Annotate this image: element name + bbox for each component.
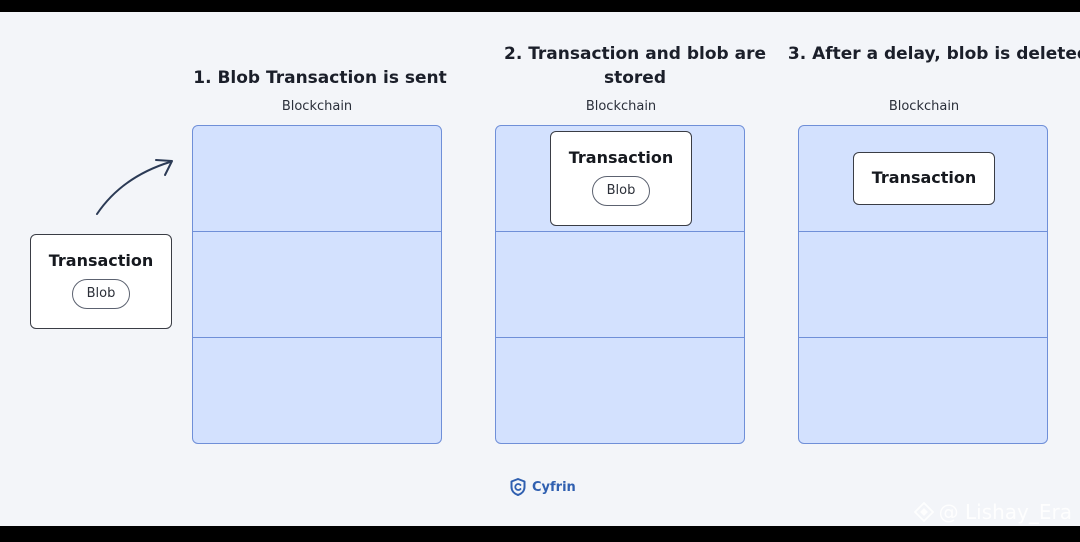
outside-blob-pill: Blob	[72, 279, 130, 309]
block	[799, 338, 1047, 443]
block	[193, 126, 441, 232]
step-1-title: 1. Blob Transaction is sent	[193, 68, 447, 88]
stored-blob-pill: Blob	[592, 176, 650, 206]
block	[193, 338, 441, 443]
blockchain-1	[192, 125, 442, 444]
outside-transaction-title: Transaction	[48, 251, 154, 270]
deleted-blob-transaction-card: Transaction	[853, 152, 995, 205]
block	[496, 338, 744, 443]
stored-transaction-card: Transaction Blob	[550, 131, 692, 226]
block	[496, 126, 744, 232]
watermark: @ Lishay_Era	[913, 500, 1072, 524]
stored-transaction-title: Transaction	[568, 148, 674, 167]
step-3-chain-label: Blockchain	[888, 99, 960, 114]
brand-name: Cyfrin	[532, 479, 576, 495]
deleted-blob-transaction-title: Transaction	[871, 168, 977, 187]
shield-logo-icon	[510, 478, 526, 496]
brand: Cyfrin	[510, 477, 576, 497]
step-3-title: 3. After a delay, blob is deleted	[787, 44, 1080, 64]
block	[799, 232, 1047, 338]
watermark-text: @ Lishay_Era	[938, 500, 1072, 524]
block	[496, 232, 744, 338]
outside-transaction-card: Transaction Blob	[30, 234, 172, 329]
diamond-logo-icon	[913, 501, 934, 523]
step-1-chain-label: Blockchain	[281, 99, 353, 114]
block	[193, 232, 441, 338]
diagram-canvas: Transaction Blob 1. Blob Transaction is …	[0, 12, 1080, 526]
block	[799, 126, 1047, 232]
step-2-chain-label: Blockchain	[585, 99, 657, 114]
step-2-title: 2. Transaction and blob are stored	[503, 44, 767, 88]
send-arrow-icon	[96, 159, 173, 215]
